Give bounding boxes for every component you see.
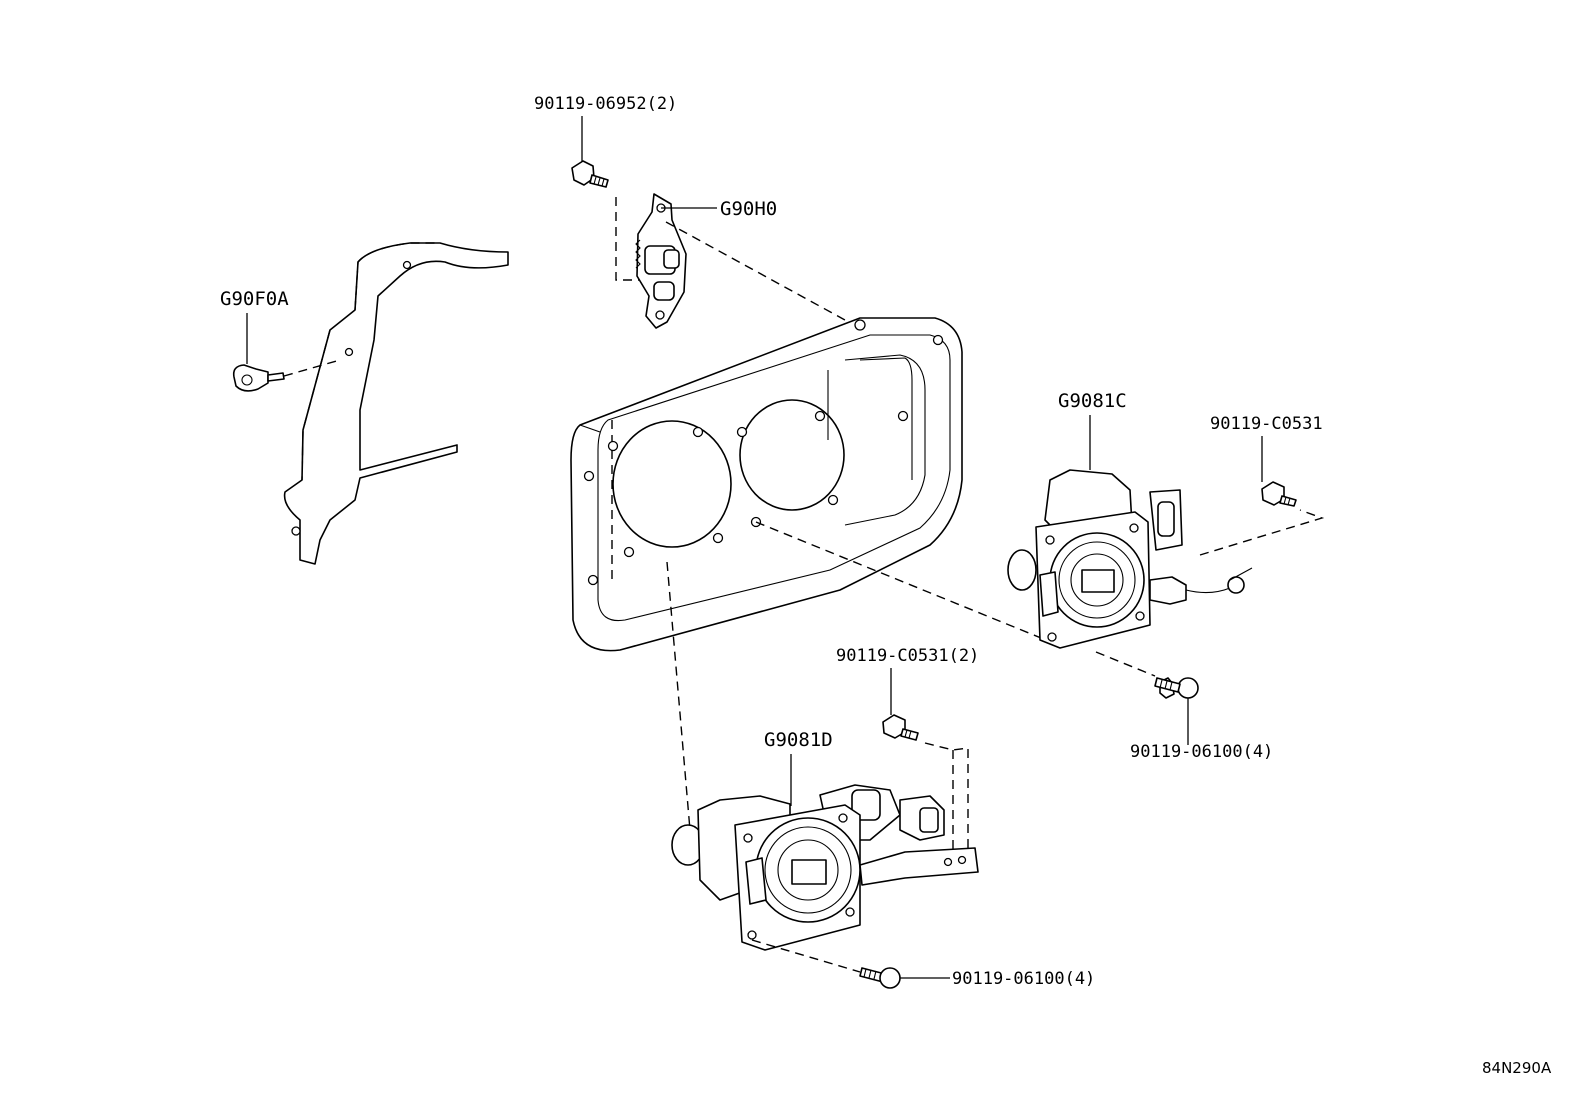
bolt-90119-06100-bottom bbox=[859, 967, 901, 989]
dash-bottom-screw bbox=[751, 939, 861, 973]
dash-mid-bolt-a bbox=[924, 742, 969, 858]
label-bolt-90119-c0531: 90119-C0531 bbox=[1210, 414, 1323, 434]
clip-g90f0a bbox=[232, 313, 341, 392]
label-g9081d: G9081D bbox=[764, 729, 833, 751]
bracket-g90h0 bbox=[635, 193, 687, 329]
label-g9081c: G9081C bbox=[1058, 390, 1127, 412]
bolt-90119-06952 bbox=[571, 160, 609, 188]
dash-right-screw bbox=[1095, 651, 1156, 677]
label-g90f0a: G90F0A bbox=[220, 288, 289, 310]
bolt-90119-c0531-mid bbox=[882, 714, 919, 741]
fog-lamp-g9081c bbox=[1007, 469, 1253, 649]
label-bolt-90119-06100-right: 90119-06100(4) bbox=[1130, 742, 1273, 762]
dash-bolt-top bbox=[615, 197, 640, 281]
bolt-90119-c0531 bbox=[1261, 481, 1297, 507]
label-bolt-90119-06952: 90119-06952(2) bbox=[534, 94, 677, 114]
fog-lamp-g9081d bbox=[671, 784, 979, 951]
dash-right-bolt bbox=[1199, 509, 1325, 556]
label-bolt-90119-c0531-2: 90119-C0531(2) bbox=[836, 646, 979, 666]
lamp-housing bbox=[570, 317, 963, 652]
label-bolt-90119-06100-bottom: 90119-06100(4) bbox=[952, 969, 1095, 989]
dash-housing-right bbox=[755, 521, 1047, 641]
diagram-reference-code: 84N290A bbox=[1482, 1059, 1552, 1077]
label-g90h0: G90H0 bbox=[720, 198, 777, 220]
bolt-90119-06100-right bbox=[1154, 677, 1199, 699]
dash-bracket bbox=[665, 221, 846, 321]
body-panel bbox=[283, 242, 509, 565]
